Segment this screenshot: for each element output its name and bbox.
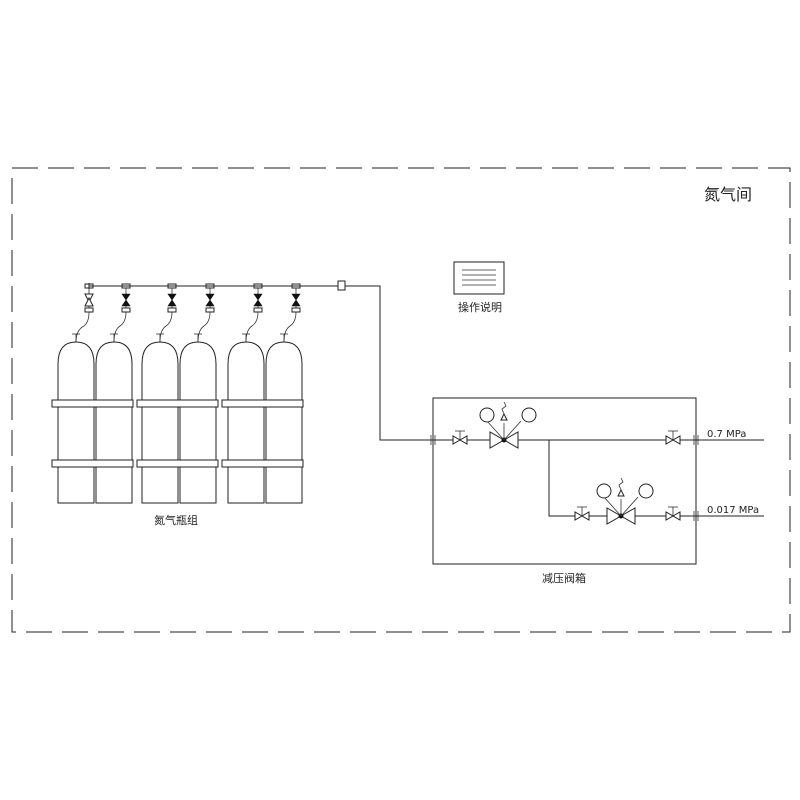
safety-valve-icon bbox=[617, 477, 625, 497]
pressure-gauge-icon bbox=[596, 483, 612, 499]
cylinder bbox=[141, 341, 179, 504]
pressure-gauge-icon bbox=[638, 483, 654, 499]
rack-strap bbox=[51, 399, 304, 408]
valve-box-outline bbox=[432, 397, 697, 565]
pressure-gauge-icon bbox=[521, 407, 537, 423]
header-pipe bbox=[88, 280, 433, 441]
gate-valve bbox=[574, 506, 590, 521]
gate-valve bbox=[452, 430, 468, 445]
rack-strap bbox=[51, 459, 304, 468]
cylinder bbox=[265, 341, 303, 504]
outlet-pressure-label: 0.017 MPa bbox=[707, 505, 759, 516]
safety-valve-icon bbox=[500, 401, 508, 421]
pressure-reducing-valve bbox=[596, 477, 654, 525]
header-end-fitting bbox=[337, 280, 346, 291]
outlet-line: 0.017 MPa bbox=[696, 505, 764, 517]
pressure-reducing-valve bbox=[479, 401, 537, 449]
cylinder-valve bbox=[72, 333, 288, 342]
outlet-pressure-label: 0.7 MPa bbox=[707, 429, 746, 440]
flexible-hose bbox=[75, 311, 297, 343]
cylinder-group-label: 氮气瓶组 bbox=[154, 513, 198, 527]
pressure-gauge-icon bbox=[479, 407, 495, 423]
gate-valve bbox=[665, 430, 681, 445]
instruction-board-label: 操作说明 bbox=[458, 300, 502, 314]
room-title: 氮气间 bbox=[704, 185, 752, 204]
cylinder bbox=[179, 341, 217, 504]
check-valve bbox=[84, 283, 301, 313]
cylinder bbox=[57, 341, 95, 504]
instruction-board: 操作说明 bbox=[453, 261, 505, 314]
cylinder bbox=[95, 341, 133, 504]
cylinder bbox=[227, 341, 265, 504]
branch-line bbox=[548, 440, 696, 517]
gate-valve bbox=[665, 506, 681, 521]
room-boundary bbox=[11, 167, 791, 633]
outlet-line: 0.7 MPa bbox=[696, 429, 764, 441]
cylinder-group: 氮气瓶组 bbox=[51, 283, 304, 527]
valve-box-label: 减压阀箱 bbox=[542, 571, 586, 585]
valve-box: 减压阀箱 bbox=[430, 397, 699, 585]
